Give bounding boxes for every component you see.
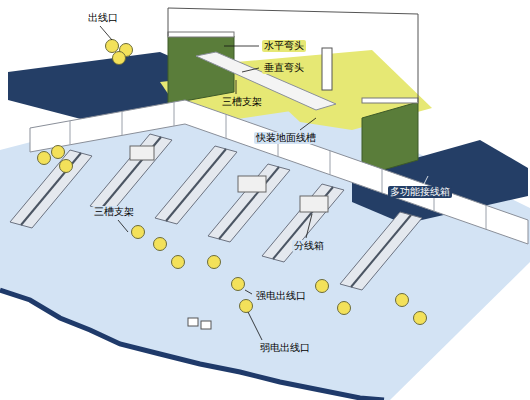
branch-trunking [262,184,344,262]
callout-label: 多功能接线箱 [388,186,452,198]
outlet [113,52,126,65]
junction-box [300,196,328,212]
wall-outline [168,8,418,102]
tile-joint [122,111,123,135]
outlet [38,152,51,165]
outlet [172,256,185,269]
callout-label: 弱电出线口 [258,342,312,354]
tile-joint [174,102,175,126]
slab-edge [0,290,384,400]
three-slot-bracket [21,153,81,225]
upper-trunking [196,52,336,110]
main-trunking [30,100,528,244]
callout-label: 垂直弯头 [262,62,306,74]
leader-line [424,176,428,184]
fitting [188,318,198,326]
leader-line [236,80,237,94]
callout-label: 快装地面线槽 [254,132,318,144]
panel-frame [362,98,418,103]
leader-line [242,68,259,72]
leader-line [300,118,316,130]
outlet [208,256,221,269]
tile-joint [70,121,71,145]
leader-line [118,220,128,232]
outlet [60,160,73,173]
outlet [240,300,253,313]
tile-joint [486,205,487,229]
callout-label: 三槽支架 [220,96,264,108]
panel-frame [168,32,234,37]
callout-label: 强电出线口 [254,290,308,302]
callout-label: 三槽支架 [92,206,136,218]
leader-line [306,214,312,238]
leader-line [224,46,259,47]
tile-joint [382,169,383,193]
vertical-elbow [322,48,332,90]
outlet [52,146,65,159]
outlet [232,278,245,291]
outlet [396,294,409,307]
branch-trunking [10,150,92,228]
outlet [154,238,167,251]
three-slot-bracket [219,167,279,239]
callout-label: 出线口 [86,12,120,24]
callout-label: 水平弯头 [262,40,306,52]
leader-line [100,26,112,40]
outlet [106,40,119,53]
three-slot-bracket [166,149,226,221]
leader-line [245,290,252,294]
callout-label: 分线箱 [292,240,326,252]
three-slot-bracket [101,137,161,209]
fitting [201,321,211,329]
outlet [316,280,329,293]
three-slot-bracket [273,187,333,259]
outlet [338,302,351,315]
three-slot-bracket [351,215,411,287]
outlet [132,226,145,239]
branch-trunking [90,134,172,212]
junction-box [130,146,154,160]
cutaway-ground [0,290,384,400]
tile-joint [330,151,331,175]
branch-trunking [155,146,237,224]
leader-line [248,312,262,340]
branch-trunking [340,212,422,290]
branch-trunking [208,164,290,242]
outlet [414,312,427,325]
tile-joint [226,114,227,138]
junction-box [238,176,266,192]
